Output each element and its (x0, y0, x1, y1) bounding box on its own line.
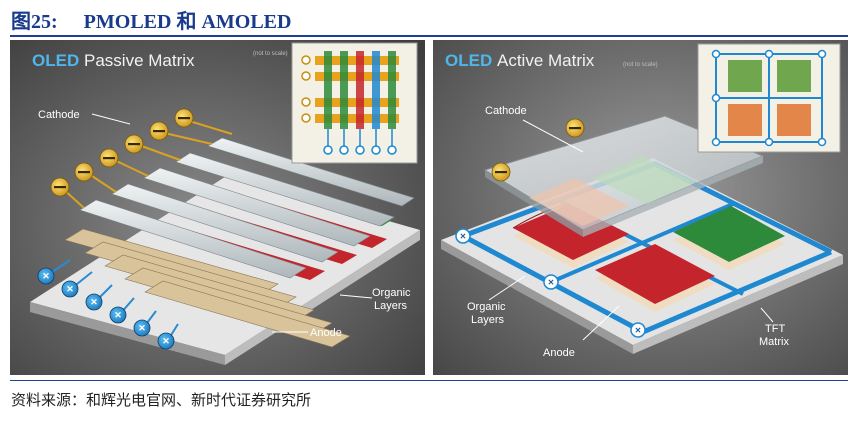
label-organic-2: Layers (471, 314, 505, 326)
svg-text:✕: ✕ (90, 297, 98, 307)
figure-number: 图25: (11, 11, 58, 33)
active-matrix-illustration: OLED Active Matrix (not to scale) (433, 40, 848, 375)
label-tft-2: Matrix (759, 336, 789, 348)
label-cathode: Cathode (485, 105, 527, 117)
heading-active-matrix: Active Matrix (497, 51, 595, 70)
passive-matrix-inset (291, 42, 418, 164)
label-anode: Anode (543, 347, 575, 359)
svg-text:✕: ✕ (548, 278, 555, 287)
svg-text:✕: ✕ (138, 323, 146, 333)
title-rule (10, 35, 848, 37)
figure-title: 图25: PMOLED 和 AMOLED (11, 5, 291, 34)
tft-terminals: ✕ ✕ ✕ (455, 228, 646, 338)
label-organic-1: Organic (372, 287, 411, 299)
anode-strips (64, 228, 351, 348)
active-matrix-inset (697, 43, 841, 153)
heading-oled: OLED (32, 51, 79, 70)
cathode-plane (483, 115, 765, 237)
cathode-terminals (50, 108, 233, 209)
passive-matrix-panel: OLED Passive Matrix (not to scale) (10, 40, 425, 375)
svg-text:✕: ✕ (635, 326, 642, 335)
label-cathode: Cathode (38, 109, 80, 121)
svg-text:✕: ✕ (66, 284, 74, 294)
label-anode: Anode (310, 327, 342, 339)
svg-text:✕: ✕ (460, 232, 467, 241)
anode-terminals: ✕ ✕ ✕ ✕ ✕ ✕ (37, 259, 179, 350)
cathode-terminals (491, 118, 585, 182)
svg-text:✕: ✕ (114, 310, 122, 320)
svg-text:✕: ✕ (42, 271, 50, 281)
figure-title-text: PMOLED 和 AMOLED (83, 11, 292, 33)
organic-pixel-green (673, 206, 785, 270)
passive-matrix-illustration: OLED Passive Matrix (not to scale) (10, 40, 425, 375)
scale-note: (not to scale) (623, 62, 658, 68)
cathode-strips (79, 137, 415, 279)
svg-text:✕: ✕ (162, 336, 170, 346)
scale-note: (not to scale) (253, 51, 288, 57)
label-organic-2: Layers (374, 300, 408, 312)
organic-pixel-red-2 (595, 244, 715, 312)
label-organic-1: Organic (467, 301, 506, 313)
source-rule (10, 380, 848, 381)
heading-oled: OLED (445, 51, 492, 70)
label-tft-1: TFT (765, 323, 785, 335)
active-matrix-panel: OLED Active Matrix (not to scale) (433, 40, 848, 375)
heading-passive-matrix: Passive Matrix (84, 51, 195, 70)
source-note: 资料来源：和辉光电官网、新时代证券研究所 (11, 393, 312, 409)
